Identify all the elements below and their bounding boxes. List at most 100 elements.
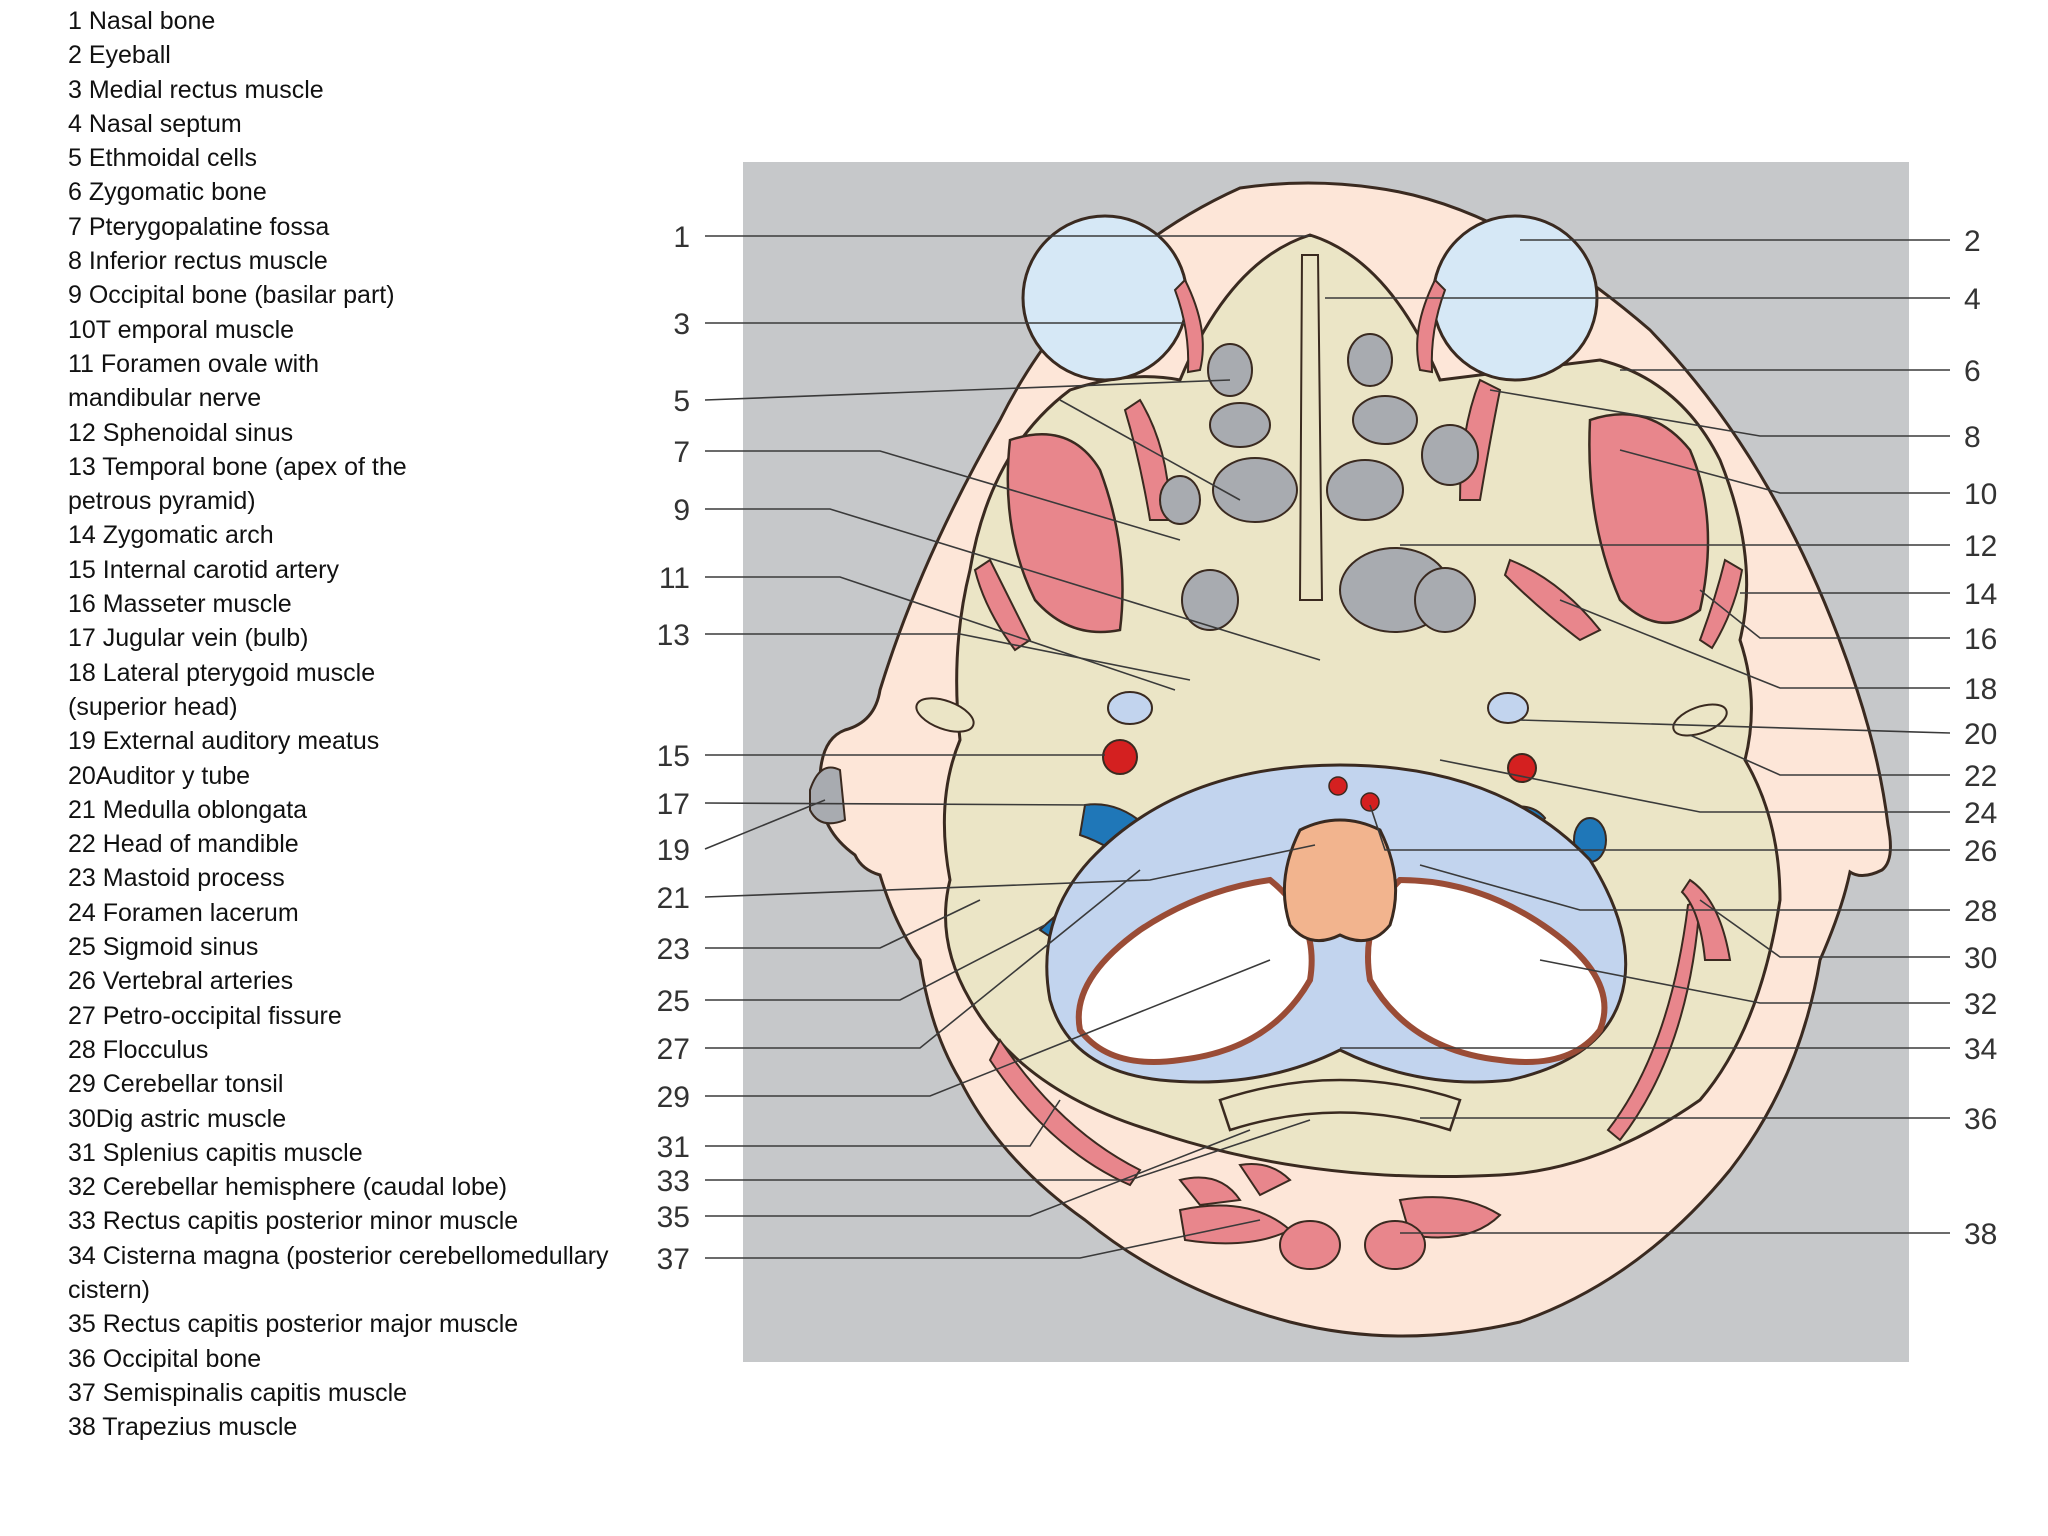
legend-item: 35 Rectus capitis posterior major muscle: [68, 1310, 519, 1339]
callout-15: 15: [657, 740, 690, 773]
medulla-oblongata: [1282, 818, 1398, 943]
masseter-left: [973, 558, 1032, 652]
leader-line-26: [1369, 804, 1950, 851]
legend-item: 3 Medial rectus muscle: [68, 75, 324, 104]
ethmoidal-cell: [1326, 459, 1404, 521]
callout-25: 25: [657, 985, 690, 1018]
leader-line-13: [705, 633, 1191, 681]
leader-line-17: [704, 802, 1091, 806]
legend-item: 9 Occipital bone (basilar part): [68, 281, 395, 310]
legend-item: 38 Trapezius muscle: [68, 1413, 298, 1442]
callout-36: 36: [1964, 1103, 1997, 1136]
callout-8: 8: [1964, 421, 1981, 454]
leader-line-25: [705, 924, 1046, 1001]
leader-line-7: [705, 450, 1181, 541]
leader-line-16: [1699, 589, 1950, 639]
legend-item: 8 Inferior rectus muscle: [68, 247, 328, 276]
leader-line-10: [1619, 449, 1950, 494]
leader-line-29: [705, 959, 1271, 1097]
callout-35: 35: [657, 1201, 690, 1234]
vertebral-artery-left: [1328, 776, 1348, 796]
callout-38: 38: [1964, 1218, 1997, 1251]
digastric-muscle-right: [1680, 878, 1732, 961]
legend-item: 37 Semispinalis capitis muscle: [68, 1378, 408, 1407]
legend-item: 19 External auditory meatus: [68, 727, 380, 756]
legend-item: 21 Medulla oblongata: [68, 795, 308, 824]
legend-item: 7 Pterygopalatine fossa: [68, 212, 330, 241]
legend-item: 31 Splenius capitis muscle: [68, 1138, 363, 1167]
leader-line-37: [705, 1219, 1261, 1259]
legend-item: 17 Jugular vein (bulb): [68, 624, 309, 653]
callout-7: 7: [673, 436, 690, 469]
legend-item: 20Auditor y tube: [68, 761, 251, 790]
legend-item: cistern): [68, 1275, 150, 1304]
legend-item: 27 Petro-occipital fissure: [68, 1001, 342, 1030]
leader-line-9: [705, 508, 1321, 661]
callout-13: 13: [657, 619, 690, 652]
ethmoidal-cell: [1207, 343, 1253, 397]
masseter-right: [1698, 558, 1744, 650]
ethmoidal-cell: [1347, 333, 1393, 387]
leader-line-35: [705, 1129, 1251, 1217]
legend-item: 6 Zygomatic bone: [68, 178, 267, 207]
medial-rectus-right: [1416, 278, 1447, 374]
callout-14: 14: [1964, 578, 1997, 611]
lateral-pterygoid-right: [1503, 558, 1602, 642]
legend-item: 36 Occipital bone: [68, 1344, 262, 1373]
legend-item: 24 Foramen lacerum: [68, 898, 299, 927]
head-of-mandible-left: [915, 697, 975, 733]
leader-line-28: [1419, 864, 1950, 911]
legend-item: 33 Rectus capitis posterior minor muscle: [68, 1207, 519, 1236]
legend-item: 14 Zygomatic arch: [68, 521, 274, 550]
legend-item: 10T emporal muscle: [68, 315, 295, 344]
legend-item: 2 Eyeball: [68, 41, 171, 70]
callout-1: 1: [673, 221, 690, 254]
callout-30: 30: [1964, 942, 1997, 975]
ethmoidal-cell: [1159, 475, 1201, 525]
medial-rectus-left: [1173, 278, 1204, 374]
leader-line-20: [1519, 719, 1951, 734]
callout-34: 34: [1964, 1033, 1997, 1066]
cerebellar-hemisphere-left: [1075, 876, 1315, 1065]
trapezius-left: [1279, 1220, 1341, 1270]
callout-5: 5: [673, 385, 690, 418]
eyeball-left: [1021, 214, 1189, 382]
leader-lines-left: [704, 235, 1321, 1259]
callout-27: 27: [657, 1033, 690, 1066]
nasal-septum: [1298, 254, 1324, 601]
legend-item: 1 Nasal bone: [68, 7, 216, 35]
callout-17: 17: [657, 788, 690, 821]
callout-2: 2: [1964, 225, 1981, 258]
callout-numbers-left: 1 3 5 7 9 11 13 15 17 19 21 23 25 27 29 …: [657, 221, 690, 1276]
ethmoidal-cell: [1352, 395, 1418, 445]
callout-16: 16: [1964, 623, 1997, 656]
semispinalis-right: [1398, 1196, 1502, 1239]
callout-32: 32: [1964, 988, 1997, 1021]
legend-item: mandibular nerve: [68, 384, 262, 413]
legend-item: 15 Internal carotid artery: [68, 555, 339, 584]
legend-item: 22 Head of mandible: [68, 830, 299, 859]
internal-carotid-left: [1102, 739, 1138, 775]
legend-item: petrous pyramid): [68, 487, 256, 516]
inferior-rectus-left: [1123, 398, 1172, 521]
callout-12: 12: [1964, 530, 1997, 563]
legend-item: 29 Cerebellar tonsil: [68, 1070, 284, 1099]
leader-lines-right: [1325, 239, 1951, 1234]
splenius-capitis-left: [988, 1038, 1142, 1187]
external-auditory-meatus-left: [809, 766, 847, 825]
callout-21: 21: [657, 882, 690, 915]
rectus-capitis-major-left: [1178, 1176, 1242, 1207]
leader-line-19: [704, 799, 826, 850]
callout-28: 28: [1964, 895, 1997, 928]
callout-37: 37: [657, 1243, 690, 1276]
auditory-tube-right: [1487, 692, 1529, 724]
callout-26: 26: [1964, 835, 1997, 868]
leader-line-23: [705, 899, 981, 949]
legend-item: 18 Lateral pterygoid muscle: [68, 658, 376, 687]
vertebral-artery-right: [1360, 792, 1380, 812]
callout-20: 20: [1964, 718, 1997, 751]
callout-33: 33: [657, 1165, 690, 1198]
legend-item: 23 Mastoid process: [68, 864, 285, 893]
leader-line-22: [1689, 734, 1950, 776]
